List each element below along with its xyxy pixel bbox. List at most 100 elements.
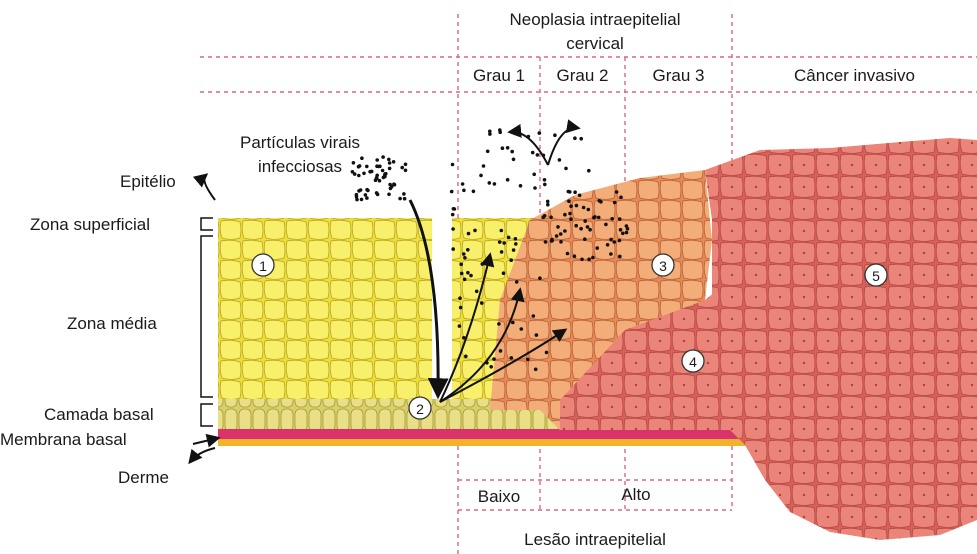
viral-particle-dot xyxy=(580,258,584,262)
viral-particle-dot xyxy=(546,203,550,207)
viral-particle-dot xyxy=(514,242,518,246)
viral-particle-dot xyxy=(568,190,572,194)
title-line-2: cervical xyxy=(458,34,732,54)
zona-media-label: Zona média xyxy=(67,314,157,334)
normal-epithelium xyxy=(218,218,432,400)
viral-particle-dot xyxy=(559,240,563,244)
viral-particle-dot xyxy=(461,182,465,186)
viral-particle-dot xyxy=(533,186,537,190)
viral-particle-dot xyxy=(609,252,613,256)
viral-particle-dot xyxy=(550,238,554,242)
viral-particle-dot xyxy=(578,194,582,198)
viral-particle-dot xyxy=(619,228,623,232)
viral-particle-dot xyxy=(390,185,394,189)
viral-particle-dot xyxy=(500,229,504,233)
viral-particle-dot xyxy=(588,228,592,232)
viral-particle-dot xyxy=(402,192,406,196)
viral-particle-dot xyxy=(545,351,549,355)
viral-particle-dot xyxy=(364,193,368,197)
viral-particle-dot xyxy=(613,240,617,244)
viral-particle-dot xyxy=(404,163,408,167)
viral-particle-dot xyxy=(573,190,577,194)
viral-particle-dot xyxy=(512,248,516,252)
viral-particle-dot xyxy=(451,227,455,231)
viral-particle-dot xyxy=(463,278,467,282)
viral-particles-label-2: infecciosas xyxy=(215,157,385,177)
viral-particle-dot xyxy=(497,322,501,326)
viral-particle-dot xyxy=(625,224,629,228)
viral-particle-dot xyxy=(392,160,396,164)
viral-particle-dot xyxy=(400,166,404,170)
viral-particle-dot xyxy=(357,189,361,193)
viral-particle-dot xyxy=(462,252,466,256)
viral-particle-dot xyxy=(492,357,496,361)
viral-particle-dot xyxy=(558,158,562,162)
viral-particle-dot xyxy=(619,196,623,200)
viral-particle-dot xyxy=(583,237,587,241)
viral-particle-dot xyxy=(583,219,587,223)
alto-label: Alto xyxy=(540,485,732,505)
viral-particle-dot xyxy=(534,368,538,372)
viral-particle-dot xyxy=(597,216,601,220)
grade-2-label: Grau 2 xyxy=(540,66,625,86)
viral-particle-dot xyxy=(538,276,542,280)
viral-particle-dot xyxy=(604,223,608,227)
viral-particle-dot xyxy=(559,232,563,236)
viral-particle-dot xyxy=(502,241,506,245)
viral-particle-dot xyxy=(618,255,622,259)
viral-particle-dot xyxy=(486,150,490,154)
grade-3-label: Grau 3 xyxy=(625,66,732,86)
marker-1: 1 xyxy=(252,256,274,276)
viral-particle-dot xyxy=(466,271,470,275)
viral-particle-dot xyxy=(466,248,470,252)
viral-particle-dot xyxy=(579,227,583,231)
viral-particle-dot xyxy=(568,212,572,216)
viral-particle-dot xyxy=(462,189,466,193)
viral-particle-dot xyxy=(451,163,455,167)
epitelio-label: Epitélio xyxy=(120,172,176,192)
viral-particle-dot xyxy=(467,232,471,236)
viral-particle-dot xyxy=(569,204,573,208)
viral-particle-dot xyxy=(355,198,359,202)
marker-5: 5 xyxy=(865,266,887,286)
viral-particle-dot xyxy=(403,197,407,201)
viral-particle-dot xyxy=(488,181,492,185)
viral-particle-dot xyxy=(546,200,550,204)
viral-particle-dot xyxy=(463,256,467,260)
viral-particle-dot xyxy=(488,132,492,136)
viral-particle-dot xyxy=(498,128,502,132)
viral-particle-dot xyxy=(472,190,476,194)
viral-particle-dot xyxy=(387,158,391,162)
viral-particle-dot xyxy=(469,274,473,278)
viral-particle-dot xyxy=(566,252,570,256)
marker-2: 2 xyxy=(409,399,431,419)
viral-particle-dot xyxy=(398,197,402,201)
viral-particle-dot xyxy=(538,131,542,135)
viral-particle-dot xyxy=(587,169,591,173)
viral-particle-dot xyxy=(582,206,586,210)
viral-particle-dot xyxy=(549,216,553,220)
viral-particle-dot xyxy=(599,200,603,204)
viral-particle-dot xyxy=(365,188,369,192)
viral-particle-dot xyxy=(451,247,455,251)
lesao-intraepitelial-label: Lesão intraepitelial xyxy=(458,530,732,550)
viral-particle-dot xyxy=(502,271,506,275)
membrana-basal-label: Membrana basal xyxy=(0,430,127,450)
viral-particle-dot xyxy=(618,217,622,221)
viral-particle-dot xyxy=(563,229,567,233)
viral-particle-dot xyxy=(543,178,547,182)
viral-particle-dot xyxy=(376,193,380,197)
viral-particle-dot xyxy=(458,324,462,328)
viral-particle-dot xyxy=(563,213,567,217)
viral-particle-dot xyxy=(586,225,590,229)
derme-label: Derme xyxy=(118,468,169,488)
viral-particle-dot xyxy=(526,358,530,362)
viral-particle-dot xyxy=(544,240,548,244)
marker-3: 3 xyxy=(652,256,674,276)
viral-particle-dot xyxy=(464,355,468,359)
viral-particles-label-1: Partículas virais xyxy=(215,133,385,153)
viral-particle-dot xyxy=(536,153,540,157)
viral-particle-dot xyxy=(615,190,619,194)
invasive-cancer-mass xyxy=(705,138,977,540)
viral-particle-dot xyxy=(567,199,571,203)
